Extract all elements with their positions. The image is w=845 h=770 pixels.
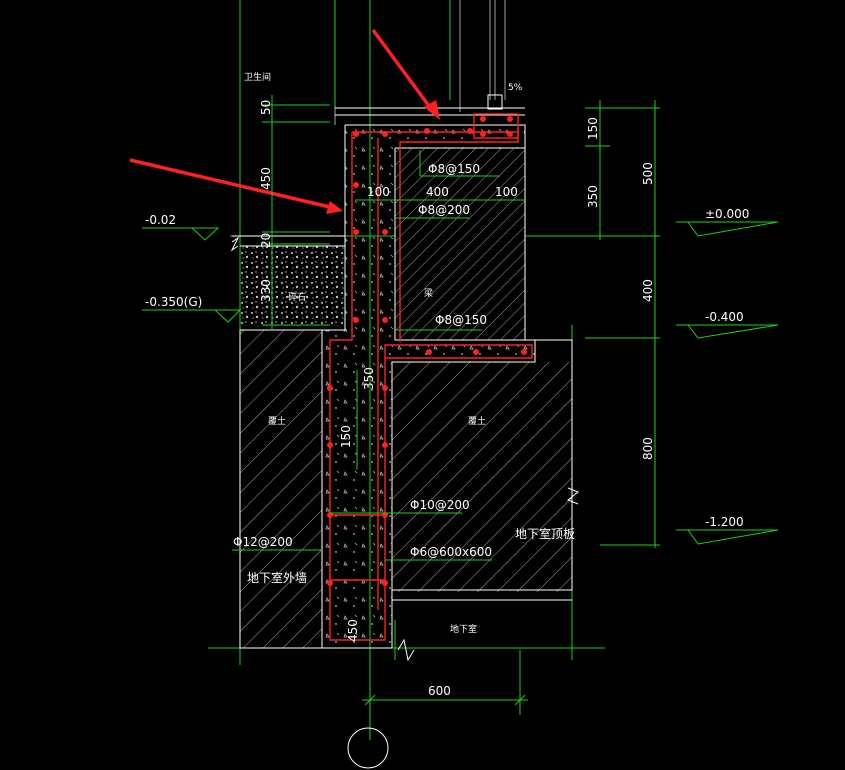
- elev-zero: ±0.000: [705, 207, 749, 221]
- label-roof-slab: 地下室顶板: [515, 526, 575, 541]
- soil-right: [392, 339, 573, 592]
- rebar-dot: [382, 131, 388, 137]
- gravel-fill: [240, 245, 345, 326]
- dim-left-450: 450: [259, 167, 273, 190]
- rebar-dot: [327, 385, 333, 391]
- inner-dimensions: 100 400 100 350 150 450: [339, 185, 525, 642]
- soil-left: [239, 329, 323, 649]
- elevation-markers: -0.02 -0.350(G) ±0.000 -0.400 -1.200: [142, 207, 779, 545]
- rebar-mesh-label: Φ6@600x600: [410, 545, 492, 559]
- dim-left-330: 330: [259, 279, 273, 302]
- rebar-top-label: Φ8@150: [428, 162, 480, 176]
- dim-inner-450: 450: [346, 619, 360, 642]
- rebar-dot: [353, 182, 359, 188]
- rebar-dot: [382, 385, 388, 391]
- rebar-dot: [480, 116, 486, 122]
- label-soil-left: 覆土: [268, 415, 286, 427]
- rebar-dot: [480, 131, 486, 137]
- right-dimension-chain: 150 350 500 400 800: [585, 100, 660, 548]
- label-bathroom: 卫生间: [244, 71, 271, 83]
- rebar-dot: [382, 580, 388, 586]
- room-labels: 卫生间 碎石 覆土 覆土 梁 地下室顶板 地下室外墙 地下室 5%: [244, 71, 575, 635]
- rebar-slab-label: Φ10@200: [410, 498, 470, 512]
- rebar-wall-label: Φ12@200: [233, 535, 293, 549]
- dim-right-350: 350: [586, 185, 600, 208]
- rebar-dot: [426, 349, 432, 355]
- dim-inner-100a: 100: [367, 185, 390, 199]
- rebar-bottom-label: Φ8@150: [435, 313, 487, 327]
- rebar-dot: [521, 349, 527, 355]
- elev-minus-0-02: -0.02: [145, 213, 176, 227]
- rebar-dot: [382, 317, 388, 323]
- rebar-dot: [382, 229, 388, 235]
- rebar-dot: [353, 229, 359, 235]
- dim-inner-350: 350: [362, 367, 376, 390]
- dim-right-150: 150: [586, 117, 600, 140]
- label-basement: 地下室: [450, 623, 477, 635]
- concrete-beam: [232, 124, 572, 650]
- axis-bubble: [347, 727, 389, 769]
- slope-tag: 5%: [508, 83, 523, 93]
- rebar-dot: [353, 317, 359, 323]
- rebar-vertical-label: Φ8@200: [418, 203, 470, 217]
- label-beam: 梁: [424, 287, 433, 299]
- bottom-dimension: 600: [347, 684, 528, 769]
- rebar-dot: [353, 131, 359, 137]
- dim-inner-100b: 100: [495, 185, 518, 199]
- dim-bottom-600: 600: [428, 684, 451, 698]
- label-gravel: 碎石: [288, 291, 306, 303]
- rebar-callouts: Φ8@150 Φ8@200 Φ8@150 Φ10@200 Φ6@600x600 …: [232, 150, 500, 561]
- elev-minus-0-350g: -0.350(G): [145, 295, 202, 309]
- left-dimension-chain: 50 450 20 330: [259, 95, 330, 330]
- rebar-dot: [507, 131, 513, 137]
- rebar-dot: [473, 349, 479, 355]
- break-marks: [230, 236, 579, 662]
- rebar-cage: [329, 113, 533, 641]
- red-arrows: [129, 28, 440, 214]
- dim-right-800: 800: [641, 437, 655, 460]
- rebar-dot: [382, 442, 388, 448]
- dim-right-400: 400: [641, 279, 655, 302]
- dim-left-20: 20: [259, 233, 273, 248]
- elev-minus-0-400: -0.400: [705, 310, 744, 324]
- rebar-dot: [507, 116, 513, 122]
- dim-inner-400: 400: [426, 185, 449, 199]
- dim-left-50: 50: [259, 100, 273, 115]
- rebar-dot: [327, 442, 333, 448]
- label-outer-wall: 地下室外墙: [247, 570, 307, 585]
- rebar-dot: [327, 580, 333, 586]
- elev-minus-1-200: -1.200: [705, 515, 744, 529]
- label-soil-right: 覆土: [468, 415, 486, 427]
- rebar-dot: [424, 128, 430, 134]
- dim-right-500: 500: [641, 162, 655, 185]
- dim-inner-150: 150: [339, 425, 353, 448]
- rebar-dot: [467, 128, 473, 134]
